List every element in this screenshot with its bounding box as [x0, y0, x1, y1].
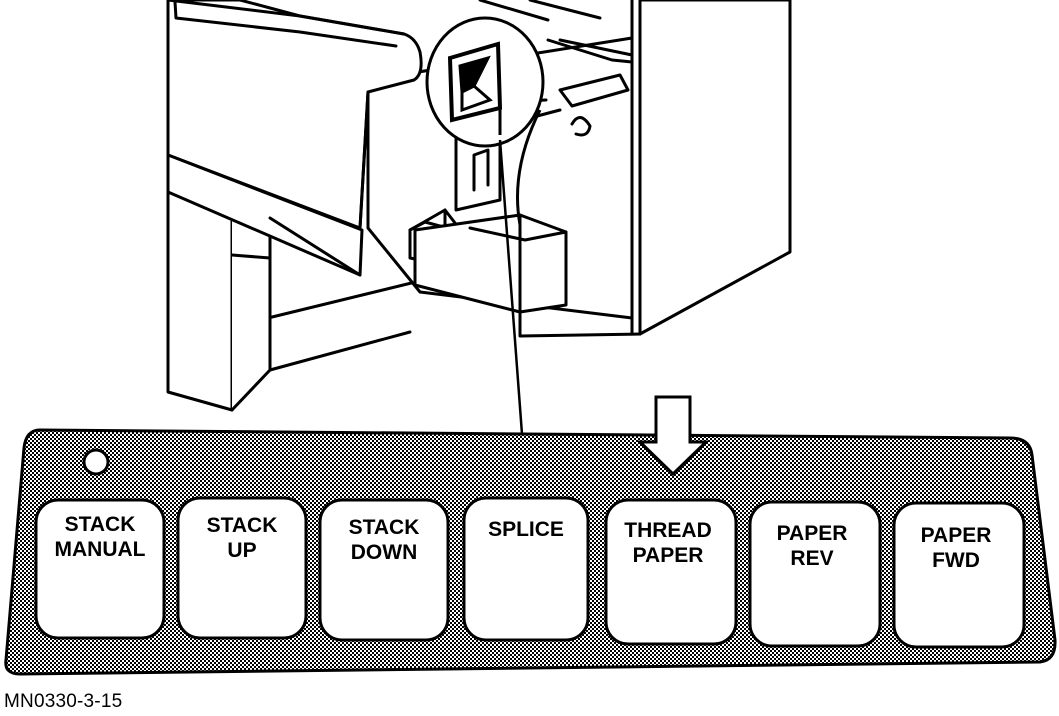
key-label-line-1: SPLICE	[488, 518, 564, 541]
key-label-line-2: MANUAL	[55, 538, 146, 561]
key-label-line-2: REV	[790, 547, 833, 570]
key-label-line-1: STACK	[65, 513, 136, 536]
figure-id: MN0330-3-15	[4, 691, 123, 712]
key-label-line-2: UP	[227, 539, 256, 562]
right-cabinet	[638, 0, 792, 336]
key-paper-rev[interactable]: PAPER REV	[748, 500, 882, 648]
key-thread-paper[interactable]: THREAD PAPER	[604, 498, 738, 646]
panel-keys: STACK MANUAL STACK UP STACK DOWN SPLICE …	[34, 496, 1026, 649]
key-label-line-1: STACK	[349, 516, 420, 539]
key-label-line-1: THREAD	[624, 519, 712, 542]
leader-line	[498, 139, 524, 435]
key-label-line-2: PAPER	[633, 544, 704, 567]
indicator-lamp	[82, 448, 110, 476]
key-paper-fwd[interactable]: PAPER FWD	[892, 501, 1026, 649]
left-leg	[166, 190, 234, 412]
key-stack-manual[interactable]: STACK MANUAL	[34, 498, 166, 640]
key-label-line-1: PAPER	[777, 522, 848, 545]
key-splice[interactable]: SPLICE	[462, 496, 590, 642]
key-stack-down[interactable]: STACK DOWN	[318, 498, 450, 642]
key-label-line-1: PAPER	[921, 524, 992, 547]
down-arrow-icon	[636, 395, 710, 477]
key-stack-up[interactable]: STACK UP	[176, 496, 308, 640]
key-label-line-1: STACK	[207, 514, 278, 537]
key-label-line-2: DOWN	[351, 541, 418, 564]
zoom-circle	[425, 16, 545, 226]
top-cover	[166, 0, 423, 230]
key-label-line-2: FWD	[932, 549, 980, 572]
